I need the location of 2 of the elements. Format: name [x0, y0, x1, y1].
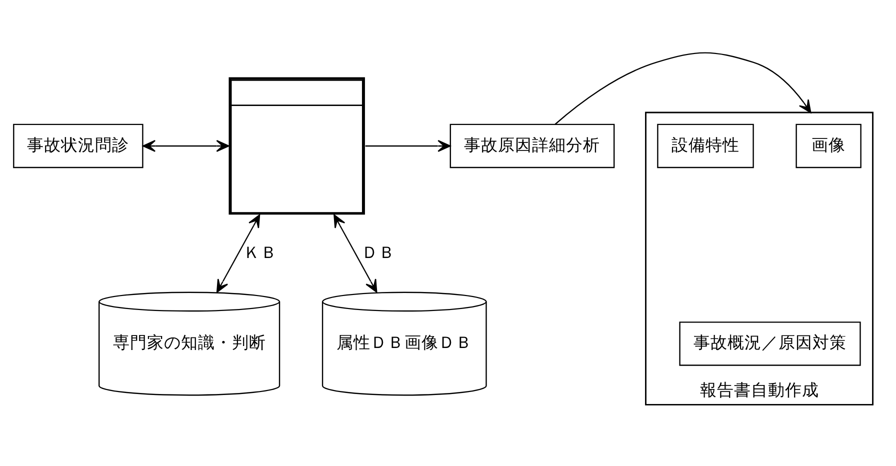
edge-label: ＫＢ: [243, 241, 278, 262]
edge-label: ＤＢ: [362, 241, 396, 262]
